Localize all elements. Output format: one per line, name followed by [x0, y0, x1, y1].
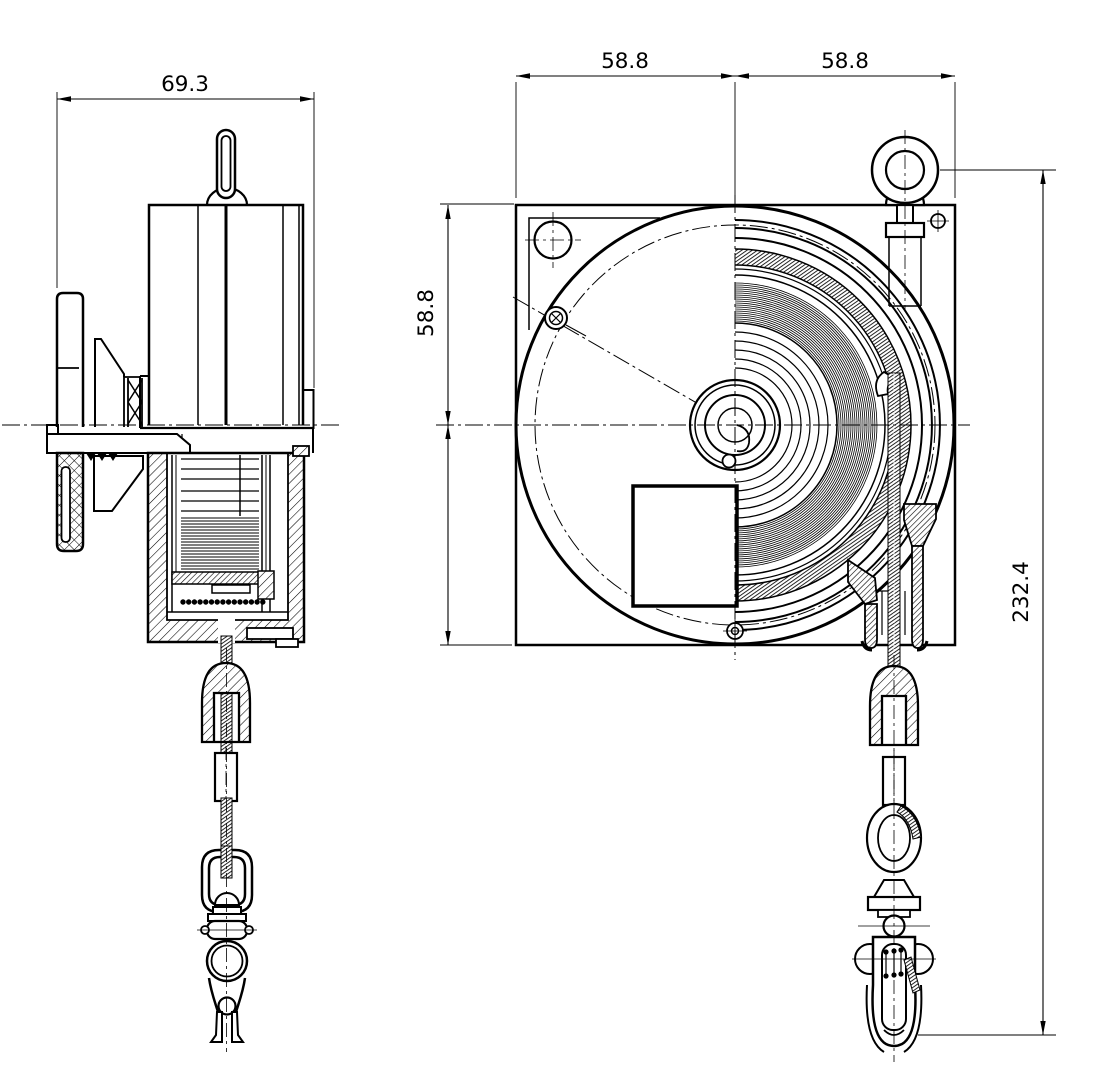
swivel: [197, 906, 257, 941]
flange-lip: [303, 389, 315, 429]
dimension-label: 58.8: [821, 49, 869, 74]
adjust-screw-icon: [127, 379, 143, 425]
dimension-label: 232.4: [1009, 561, 1034, 623]
stirrup: [200, 845, 254, 914]
coil-spring-section: [181, 455, 259, 570]
dimension-label: 58.8: [414, 289, 439, 337]
knurl-dots: [883, 947, 904, 979]
hook-side: [205, 939, 249, 1043]
dimension-label: 58.8: [601, 49, 649, 74]
cable-outlet: [246, 627, 294, 640]
mounting-bracket: [55, 291, 85, 427]
support-rib: [94, 338, 143, 427]
gusset: [93, 455, 144, 512]
mounting-plate: [46, 433, 191, 454]
mounting-bracket-section: [55, 451, 85, 553]
corner-hole: [525, 212, 581, 268]
cover-screw: [927, 210, 949, 232]
dimension-side-width: 69.3: [56, 72, 315, 388]
latch-block: [257, 570, 275, 600]
side-view: 69.3: [2, 72, 340, 1052]
upper-housing-side: [147, 203, 315, 429]
flange-plate: [46, 375, 314, 461]
eye-bolt-side-icon: [205, 128, 249, 206]
front-view: 58.8 58.8 58.8 232.4: [414, 49, 1056, 1062]
hook-gate: [903, 956, 921, 994]
dimension-label: 69.3: [161, 72, 209, 97]
housing-inner-border: [528, 217, 660, 330]
arbor-plate: [171, 571, 264, 585]
spring-housing-section: [146, 445, 310, 648]
cable-front: [887, 372, 901, 668]
eye-bolt-front: [870, 130, 949, 312]
dimension-front-width: 58.8 58.8: [515, 49, 956, 198]
cable-guide: [847, 503, 937, 652]
set-screw: [544, 306, 587, 337]
cable-side: [200, 635, 252, 879]
inspection-window: [631, 484, 739, 608]
dimension-overall-length: 232.4: [918, 169, 1056, 1036]
cable-stop: [200, 661, 252, 744]
bearing-row: [180, 599, 266, 605]
